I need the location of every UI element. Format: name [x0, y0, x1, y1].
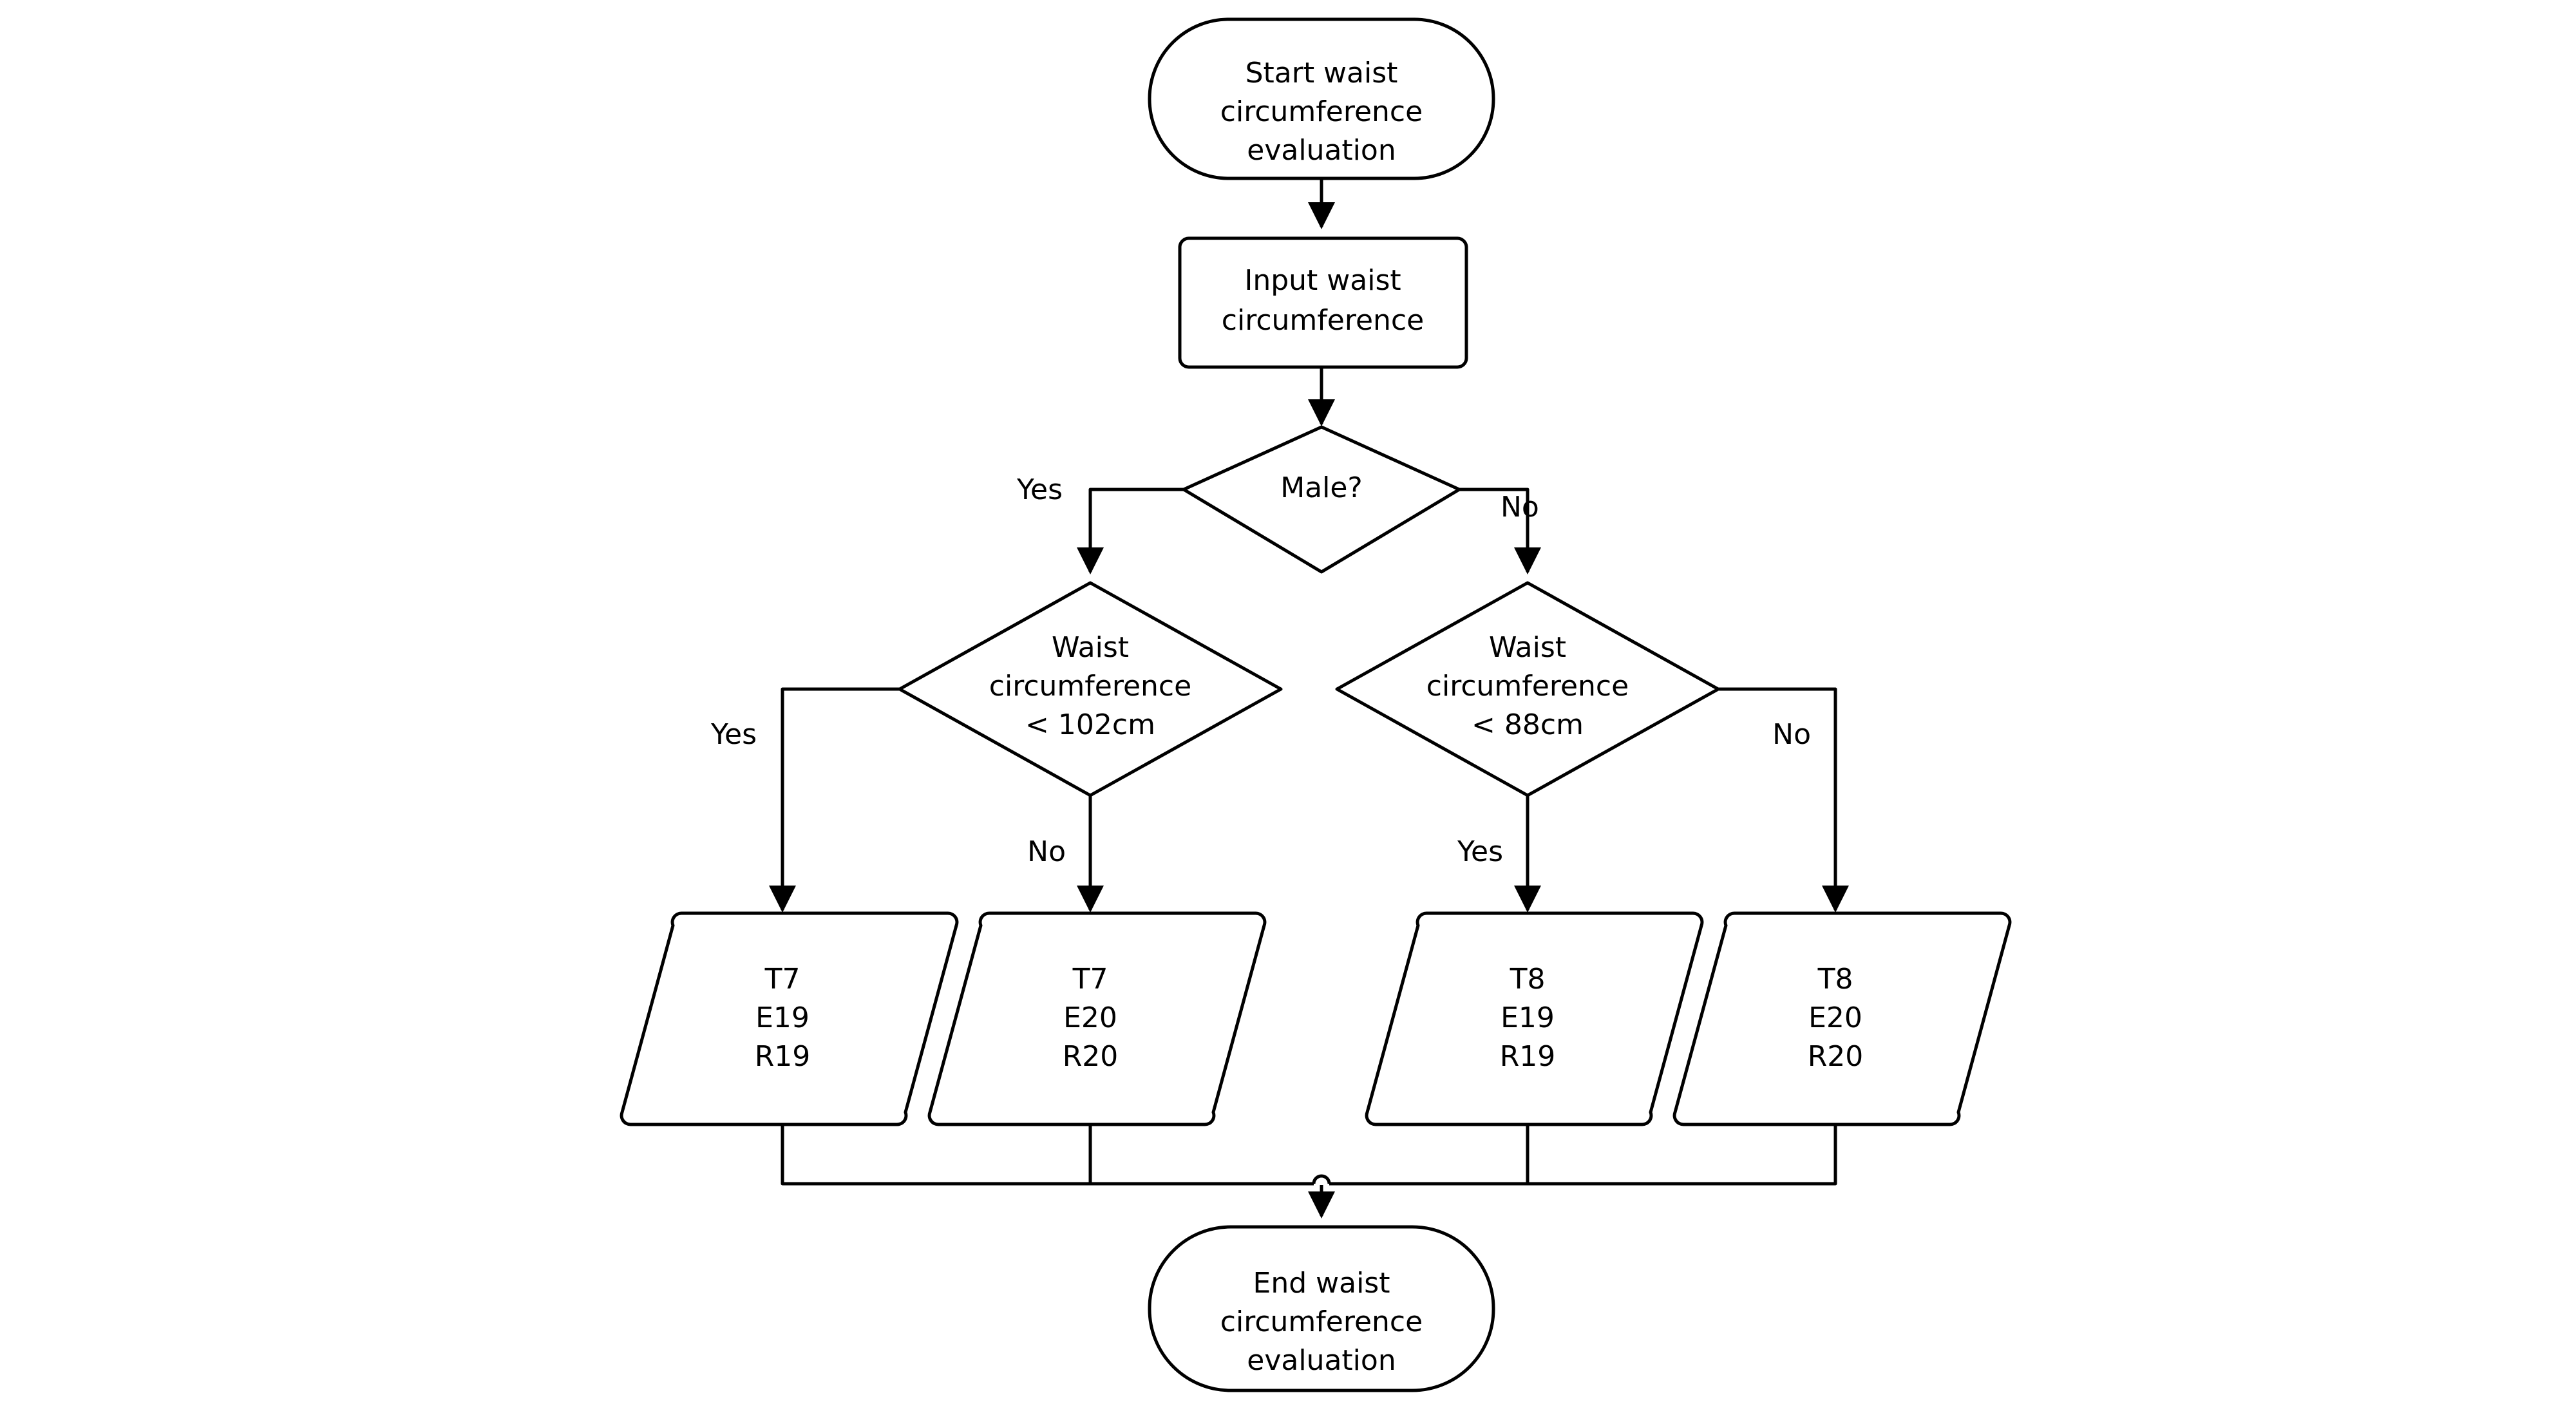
decision-male-wc-line1: Waist [1052, 631, 1129, 664]
output-node-3-line3: R19 [1500, 1040, 1556, 1073]
output-node-2[interactable] [927, 911, 1267, 1126]
output-node-1[interactable] [620, 911, 959, 1126]
edge-label-sex-no: No [1501, 491, 1539, 524]
edge-label-sex-yes: Yes [1016, 473, 1063, 506]
end-node-line3: evaluation [1247, 1344, 1396, 1377]
end-node-line2: circumference [1220, 1305, 1423, 1338]
edge-sex-yes [1077, 488, 1184, 575]
edge-out1-to-merge [781, 1124, 1314, 1186]
output-node-2-line3: R20 [1063, 1040, 1119, 1073]
output-node-1-line1: T7 [764, 963, 800, 996]
decision-female-wc-line2: circumference [1426, 670, 1629, 703]
decision-sex-label: Male? [1280, 471, 1363, 504]
output-node-3[interactable] [1365, 911, 1704, 1126]
edge-sex-no [1459, 488, 1541, 575]
output-node-3-line2: E19 [1501, 1001, 1555, 1034]
output-node-4-line3: R20 [1808, 1040, 1864, 1073]
input-node[interactable] [1178, 236, 1468, 369]
decision-male-wc-line3: < 102cm [1025, 708, 1155, 741]
edge-label-male-wc-yes: Yes [710, 718, 757, 751]
line-jump-hop-icon [1312, 1174, 1331, 1184]
start-node-line3: evaluation [1247, 134, 1396, 167]
edge-label-female-wc-no: No [1772, 718, 1811, 751]
end-node-line1: End waist [1253, 1267, 1390, 1300]
edge-female-wc-no [1666, 687, 1849, 913]
decision-female-wc-line1: Waist [1489, 631, 1566, 664]
output-node-1-line2: E19 [755, 1001, 810, 1034]
output-node-1-line3: R19 [755, 1040, 811, 1073]
output-node-3-line1: T8 [1510, 963, 1546, 996]
output-node-4-line1: T8 [1817, 963, 1853, 996]
edge-label-male-wc-no: No [1027, 835, 1066, 868]
decision-male-wc-line2: circumference [989, 670, 1191, 703]
input-node-line2: circumference [1222, 304, 1424, 337]
decision-female-wc-node[interactable] [1335, 581, 1720, 797]
output-node-2-line1: T7 [1072, 963, 1108, 996]
output-node-2-line2: E20 [1063, 1001, 1117, 1034]
edge-male-wc-yes [769, 687, 952, 913]
start-node-line2: circumference [1220, 95, 1423, 128]
start-node-line1: Start waist [1245, 57, 1398, 90]
end-node[interactable] [1148, 1225, 1495, 1392]
decision-female-wc-line3: < 88cm [1472, 708, 1584, 741]
start-node[interactable] [1148, 17, 1495, 180]
edge-label-female-wc-yes: Yes [1457, 835, 1503, 868]
output-node-4[interactable] [1672, 911, 2012, 1126]
input-node-line1: Input waist [1244, 264, 1401, 297]
decision-sex-node[interactable] [1182, 425, 1461, 574]
decision-male-wc-node[interactable] [898, 581, 1283, 797]
output-node-4-line2: E20 [1808, 1001, 1862, 1034]
edge-out4-to-merge [1329, 1124, 1837, 1186]
